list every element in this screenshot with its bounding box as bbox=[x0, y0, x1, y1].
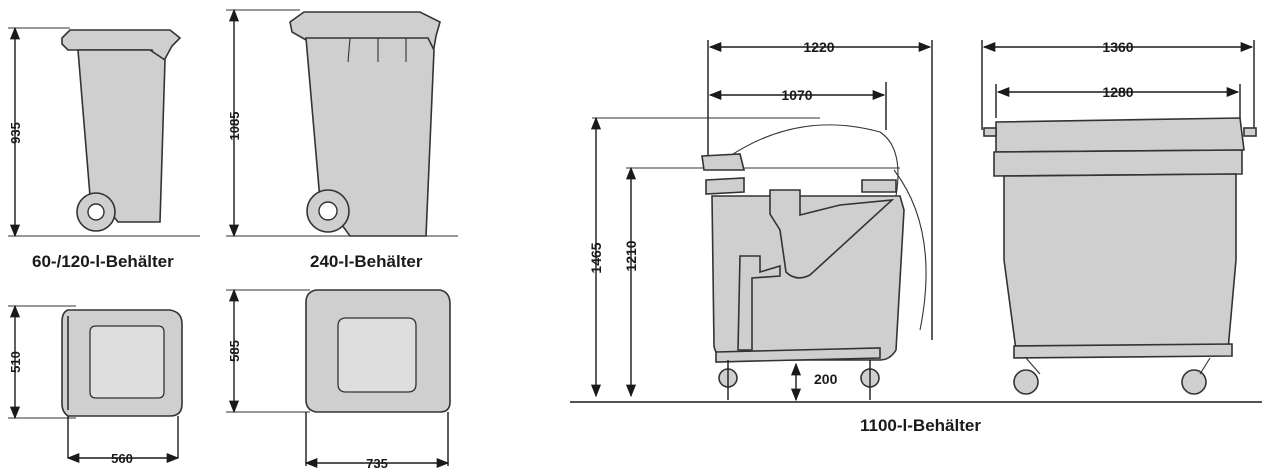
small-width-label: 560 bbox=[111, 451, 133, 466]
caption-bin-1100: 1100-l-Behälter bbox=[860, 416, 981, 435]
bin240-side-view: 1085 bbox=[226, 8, 458, 238]
small-bin-side-view: 935 bbox=[8, 26, 200, 238]
bin1100-front-lid bbox=[995, 117, 1245, 153]
small-depth-label: 510 bbox=[8, 351, 23, 373]
bin1100-front-view: 1360 1280 bbox=[981, 39, 1257, 395]
bin240-depth-label: 585 bbox=[227, 340, 242, 362]
bin240-top-view: 585 735 bbox=[226, 288, 451, 470]
bin1100-side-view: 200 1220 1070 1465 1210 bbox=[570, 39, 1262, 403]
bin1100-clearance-label: 200 bbox=[814, 371, 838, 387]
small-bin-top-view: 510 560 bbox=[8, 304, 183, 466]
bin1100-height-body-label: 1210 bbox=[623, 240, 639, 271]
bin1100-front-outer-label: 1360 bbox=[1102, 39, 1133, 55]
small-height-label: 935 bbox=[8, 122, 23, 144]
bin1100-front-body bbox=[1003, 173, 1237, 351]
bin1100-side-lid bbox=[701, 153, 746, 171]
bin240-height-label: 1085 bbox=[227, 112, 242, 141]
caption-bin-240: 240-l-Behälter bbox=[310, 252, 423, 271]
bin1100-width-inner-label: 1070 bbox=[781, 87, 812, 103]
bin240-width-label: 735 bbox=[366, 456, 388, 470]
bin240-lid bbox=[289, 11, 441, 61]
bin1100-lid-arm bbox=[769, 189, 895, 279]
bin1100-front-inner-label: 1280 bbox=[1102, 84, 1133, 100]
small-bin-lid bbox=[61, 29, 182, 70]
bin1100-width-outer-label: 1220 bbox=[803, 39, 834, 55]
caption-small-bins: 60-/120-l-Behälter bbox=[32, 252, 174, 271]
bin1100-height-total-label: 1465 bbox=[588, 242, 604, 273]
